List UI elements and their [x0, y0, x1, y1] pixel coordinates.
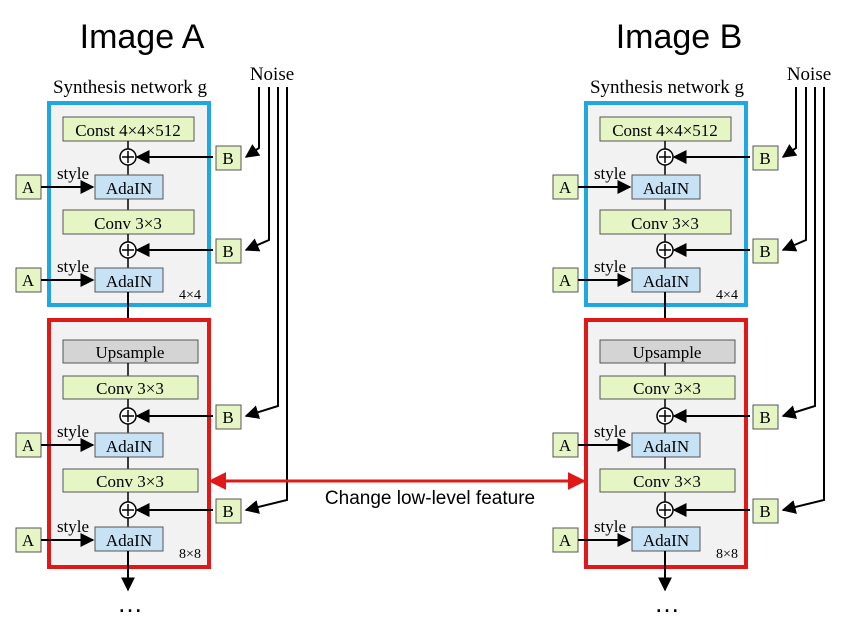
- adain-label: AdaIN: [106, 437, 152, 456]
- adain-box: [631, 432, 701, 458]
- resolution-label: 8×8: [179, 547, 201, 562]
- conv-label: Conv 3×3: [94, 214, 162, 233]
- a-label: A: [559, 271, 572, 290]
- upsample-box: [599, 339, 736, 364]
- a-box: [15, 527, 42, 553]
- a-label: A: [22, 531, 35, 550]
- upsample-label: Upsample: [633, 343, 702, 362]
- adain-box: [94, 526, 164, 552]
- style-label: style: [57, 257, 89, 276]
- b-label: B: [759, 502, 770, 521]
- continuation-ellipsis: …: [654, 588, 680, 618]
- b-box: [215, 404, 242, 430]
- a-box: [552, 174, 579, 200]
- b-box: [215, 498, 242, 524]
- noise-lines: [781, 87, 825, 514]
- adain-box: [94, 174, 164, 200]
- const-label: Const 4×4×512: [75, 121, 181, 140]
- adain-label: AdaIN: [643, 531, 689, 550]
- add-noise-icon: [119, 241, 137, 259]
- adain-label: AdaIN: [643, 272, 689, 291]
- resolution-label: 4×4: [716, 288, 738, 303]
- adain-label: AdaIN: [643, 437, 689, 456]
- adain-box: [631, 526, 701, 552]
- style-label: style: [594, 257, 626, 276]
- b-label: B: [759, 149, 770, 168]
- const-box: [599, 116, 732, 142]
- conv-label: Conv 3×3: [633, 379, 701, 398]
- adain-box: [94, 267, 164, 293]
- a-label: A: [22, 178, 35, 197]
- a-label: A: [22, 436, 35, 455]
- conv-box: [599, 209, 732, 235]
- b-label: B: [759, 242, 770, 261]
- conv-label: Conv 3×3: [96, 472, 164, 491]
- conv-box: [599, 468, 736, 493]
- add-noise-icon: [656, 148, 674, 166]
- style-label: style: [594, 517, 626, 536]
- style-label: style: [57, 422, 89, 441]
- a-label: A: [559, 178, 572, 197]
- upsample-box: [62, 339, 199, 364]
- conv-box: [62, 468, 199, 493]
- conv-box: [62, 375, 199, 400]
- add-noise-icon: [119, 407, 137, 425]
- style-label: style: [594, 164, 626, 183]
- const-label: Const 4×4×512: [612, 121, 718, 140]
- b-box: [752, 145, 779, 171]
- noise-lines: [244, 87, 288, 514]
- synthesis-network-label: Synthesis network g: [590, 77, 745, 98]
- adain-label: AdaIN: [106, 179, 152, 198]
- a-label: A: [559, 436, 572, 455]
- add-noise-icon: [656, 501, 674, 519]
- b-box: [752, 498, 779, 524]
- add-noise-icon: [119, 501, 137, 519]
- panel-title: Image B: [616, 18, 743, 56]
- noise-label: Noise: [787, 64, 831, 85]
- adain-box: [631, 174, 701, 200]
- continuation-ellipsis: …: [117, 588, 143, 618]
- panel-title: Image A: [80, 18, 205, 56]
- noise-label: Noise: [250, 64, 294, 85]
- panel-image-b: Image B Synthesis network g Noise Const …: [552, 18, 831, 618]
- b-label: B: [759, 408, 770, 427]
- style-label: style: [594, 422, 626, 441]
- a-label: A: [22, 271, 35, 290]
- b-label: B: [222, 149, 233, 168]
- add-noise-icon: [119, 148, 137, 166]
- resolution-label: 8×8: [716, 547, 738, 562]
- low-level-feature-connector: Change low-level feature: [208, 472, 586, 511]
- adain-label: AdaIN: [106, 272, 152, 291]
- b-label: B: [222, 408, 233, 427]
- add-noise-icon: [656, 407, 674, 425]
- conv-label: Conv 3×3: [96, 379, 164, 398]
- conv-box: [599, 375, 736, 400]
- synthesis-network-label: Synthesis network g: [53, 77, 208, 98]
- b-label: B: [222, 242, 233, 261]
- a-label: A: [559, 531, 572, 550]
- adain-label: AdaIN: [106, 531, 152, 550]
- upsample-label: Upsample: [96, 343, 165, 362]
- conv-label: Conv 3×3: [631, 214, 699, 233]
- adain-box: [94, 432, 164, 458]
- conv-label: Conv 3×3: [633, 472, 701, 491]
- adain-box: [631, 267, 701, 293]
- connector-label: Change low-level feature: [325, 488, 535, 509]
- b-label: B: [222, 502, 233, 521]
- style-label: style: [57, 517, 89, 536]
- resolution-label: 4×4: [179, 288, 201, 303]
- b-box: [752, 238, 779, 264]
- style-label: style: [57, 164, 89, 183]
- b-box: [215, 238, 242, 264]
- panel-image-a: Image A Synthesis network g Noise Const …: [15, 18, 294, 618]
- b-box: [215, 145, 242, 171]
- a-box: [552, 432, 579, 458]
- b-box: [752, 404, 779, 430]
- add-noise-icon: [656, 241, 674, 259]
- const-box: [62, 116, 195, 142]
- adain-label: AdaIN: [643, 179, 689, 198]
- conv-box: [62, 209, 195, 235]
